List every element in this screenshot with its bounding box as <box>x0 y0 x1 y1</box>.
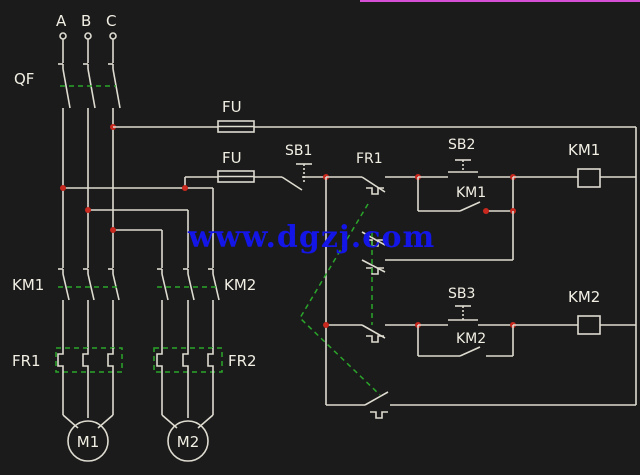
fr2-thermal-relay <box>153 347 223 373</box>
control-circuit <box>113 120 637 419</box>
junction-dot <box>110 227 116 233</box>
label-fr2-relay: FR2 <box>228 352 257 370</box>
qf-breaker <box>58 63 121 109</box>
junction-dot <box>60 185 66 191</box>
sb3-start-button <box>418 305 513 326</box>
label-km2-aux: KM2 <box>456 331 486 347</box>
motor-m2-symbol <box>167 420 209 462</box>
label-phase-c: C <box>106 12 116 30</box>
label-fuse-2: FU <box>222 149 242 167</box>
label-sb3: SB3 <box>448 286 475 302</box>
label-fr1-relay: FR1 <box>12 352 41 370</box>
km2-hold-contact <box>417 325 514 357</box>
label-km1-coil: KM1 <box>568 141 600 159</box>
labels: A B C QF FU FU SB1 FR1 SB2 KM1 KM1 SB3 K… <box>12 12 600 451</box>
km1-main-contacts <box>58 268 120 301</box>
label-sb1: SB1 <box>285 143 312 159</box>
terminal-c <box>109 32 117 40</box>
label-motor-m1: M1 <box>77 433 100 451</box>
label-motor-m2: M2 <box>177 433 200 451</box>
label-phase-b: B <box>81 12 91 30</box>
label-sb2: SB2 <box>448 137 475 153</box>
watermark-text: www.dgzj.com <box>187 220 435 255</box>
fr1-nc-contact <box>361 176 418 195</box>
fr1-thermal-relay <box>55 347 123 373</box>
km2-main-contacts <box>157 268 220 301</box>
junction-dot <box>182 185 188 191</box>
label-fuse-1: FU <box>222 98 242 116</box>
label-km2-coil: KM2 <box>568 288 600 306</box>
sb1-stop-button <box>281 163 326 191</box>
label-km2-contactor: KM2 <box>224 276 256 294</box>
terminal-a <box>59 32 67 40</box>
label-km1-aux: KM1 <box>456 185 486 201</box>
motor-m1-symbol <box>67 420 109 462</box>
label-qf-breaker: QF <box>14 70 34 88</box>
junction-dot <box>85 207 91 213</box>
km1-coil-symbol <box>577 168 601 188</box>
km2-coil-symbol <box>577 315 601 335</box>
sb2-start-button <box>418 159 513 178</box>
label-fr1-contact: FR1 <box>356 151 383 167</box>
terminal-b <box>84 32 92 40</box>
label-phase-a: A <box>56 12 67 30</box>
label-km1-contactor: KM1 <box>12 276 44 294</box>
fr2-nc-contact <box>361 324 418 343</box>
km1-hold-contact <box>417 177 514 212</box>
